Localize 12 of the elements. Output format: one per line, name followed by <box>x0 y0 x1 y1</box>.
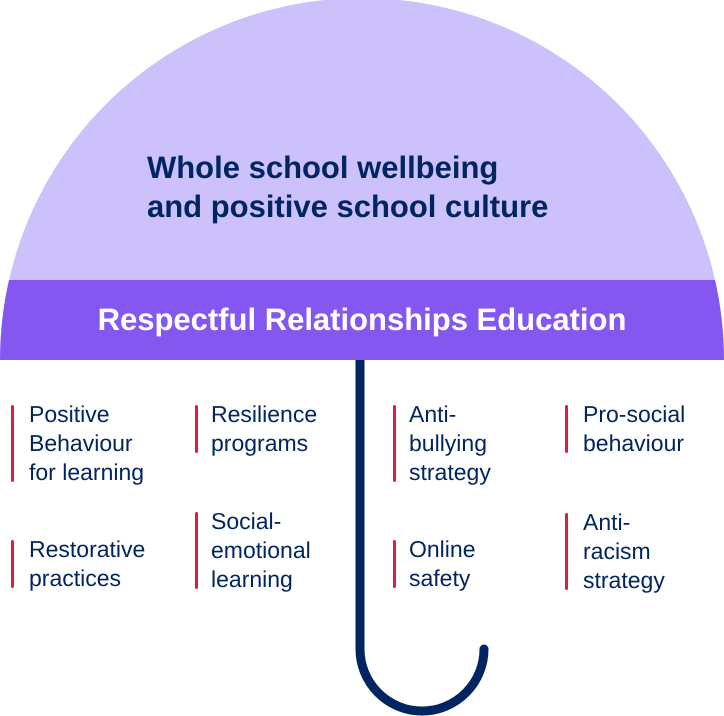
program-label: Social-emotional learning <box>211 507 312 594</box>
program-label: Restorative practices <box>29 535 146 593</box>
program-label: Online safety <box>409 535 476 593</box>
program-label: Pro-social behaviour <box>583 400 686 458</box>
canopy-heading: Whole school wellbeing and positive school culture <box>146 149 550 226</box>
program-label: Positive Behaviour for learning <box>29 400 146 487</box>
program-label: Resilience programs <box>211 400 318 458</box>
umbrella-band <box>0 280 724 360</box>
band-heading: Respectful Relationships Education <box>98 301 626 339</box>
program-label: Anti-racism strategy <box>583 508 666 595</box>
program-label: Anti-bullying strategy <box>409 400 492 487</box>
umbrella-canopy <box>8 0 716 280</box>
